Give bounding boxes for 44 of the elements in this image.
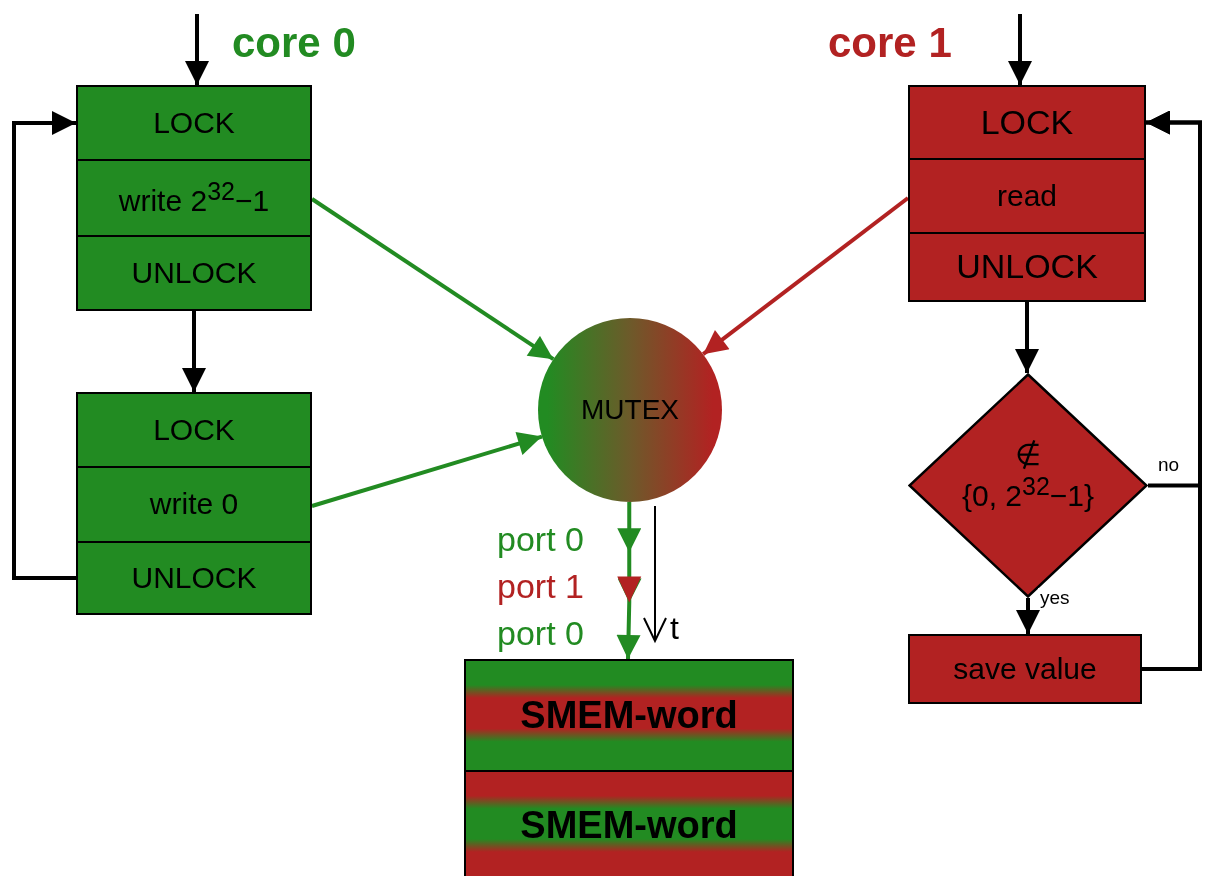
core-title: core 1 bbox=[828, 22, 952, 64]
process-box bbox=[908, 634, 1142, 704]
port-label: port 1 bbox=[497, 569, 584, 603]
box-label: MUTEX bbox=[581, 393, 679, 427]
process-box bbox=[908, 158, 1146, 234]
arrow bbox=[1015, 302, 1039, 373]
memory-word-box bbox=[464, 659, 794, 772]
process-box bbox=[908, 85, 1146, 160]
box-label: save value bbox=[953, 651, 1097, 687]
port-label: port 0 bbox=[497, 522, 584, 556]
box-label: SMEM-word bbox=[520, 693, 738, 738]
process-box bbox=[76, 85, 312, 161]
arrow bbox=[185, 14, 209, 85]
box-label: LOCK bbox=[980, 102, 1074, 143]
arrow bbox=[1016, 598, 1040, 634]
condition-text: {0, 2$^{32}$−1} bbox=[961, 472, 1095, 514]
arrow bbox=[182, 311, 206, 392]
box-label: UNLOCK bbox=[956, 247, 1098, 287]
time-label: t bbox=[670, 612, 679, 644]
process-box bbox=[76, 392, 312, 468]
arrow bbox=[12, 111, 76, 580]
box-label: LOCK bbox=[153, 105, 235, 141]
box-label: write 2$^{32}$−1 bbox=[118, 177, 270, 219]
process-box bbox=[76, 466, 312, 543]
process-box bbox=[76, 159, 312, 237]
process-box bbox=[908, 232, 1146, 302]
arrow bbox=[1142, 110, 1202, 671]
core-title: core 0 bbox=[232, 22, 356, 64]
condition-text: ∉ bbox=[1015, 437, 1041, 472]
arrow bbox=[311, 432, 543, 508]
memory-word-box bbox=[464, 770, 794, 876]
edge-label: yes bbox=[1038, 588, 1072, 607]
arrow bbox=[616, 502, 641, 660]
process-box bbox=[76, 541, 312, 615]
arrow bbox=[701, 196, 910, 356]
box-label: LOCK bbox=[153, 412, 235, 448]
box-label: SMEM-word bbox=[520, 804, 738, 848]
arrow bbox=[1008, 14, 1032, 85]
port-label: port 0 bbox=[497, 616, 584, 650]
box-label: write 0 bbox=[149, 487, 239, 522]
box-label: read bbox=[996, 178, 1057, 214]
box-label: UNLOCK bbox=[131, 560, 257, 596]
box-label: UNLOCK bbox=[131, 255, 257, 291]
process-box bbox=[76, 235, 312, 311]
